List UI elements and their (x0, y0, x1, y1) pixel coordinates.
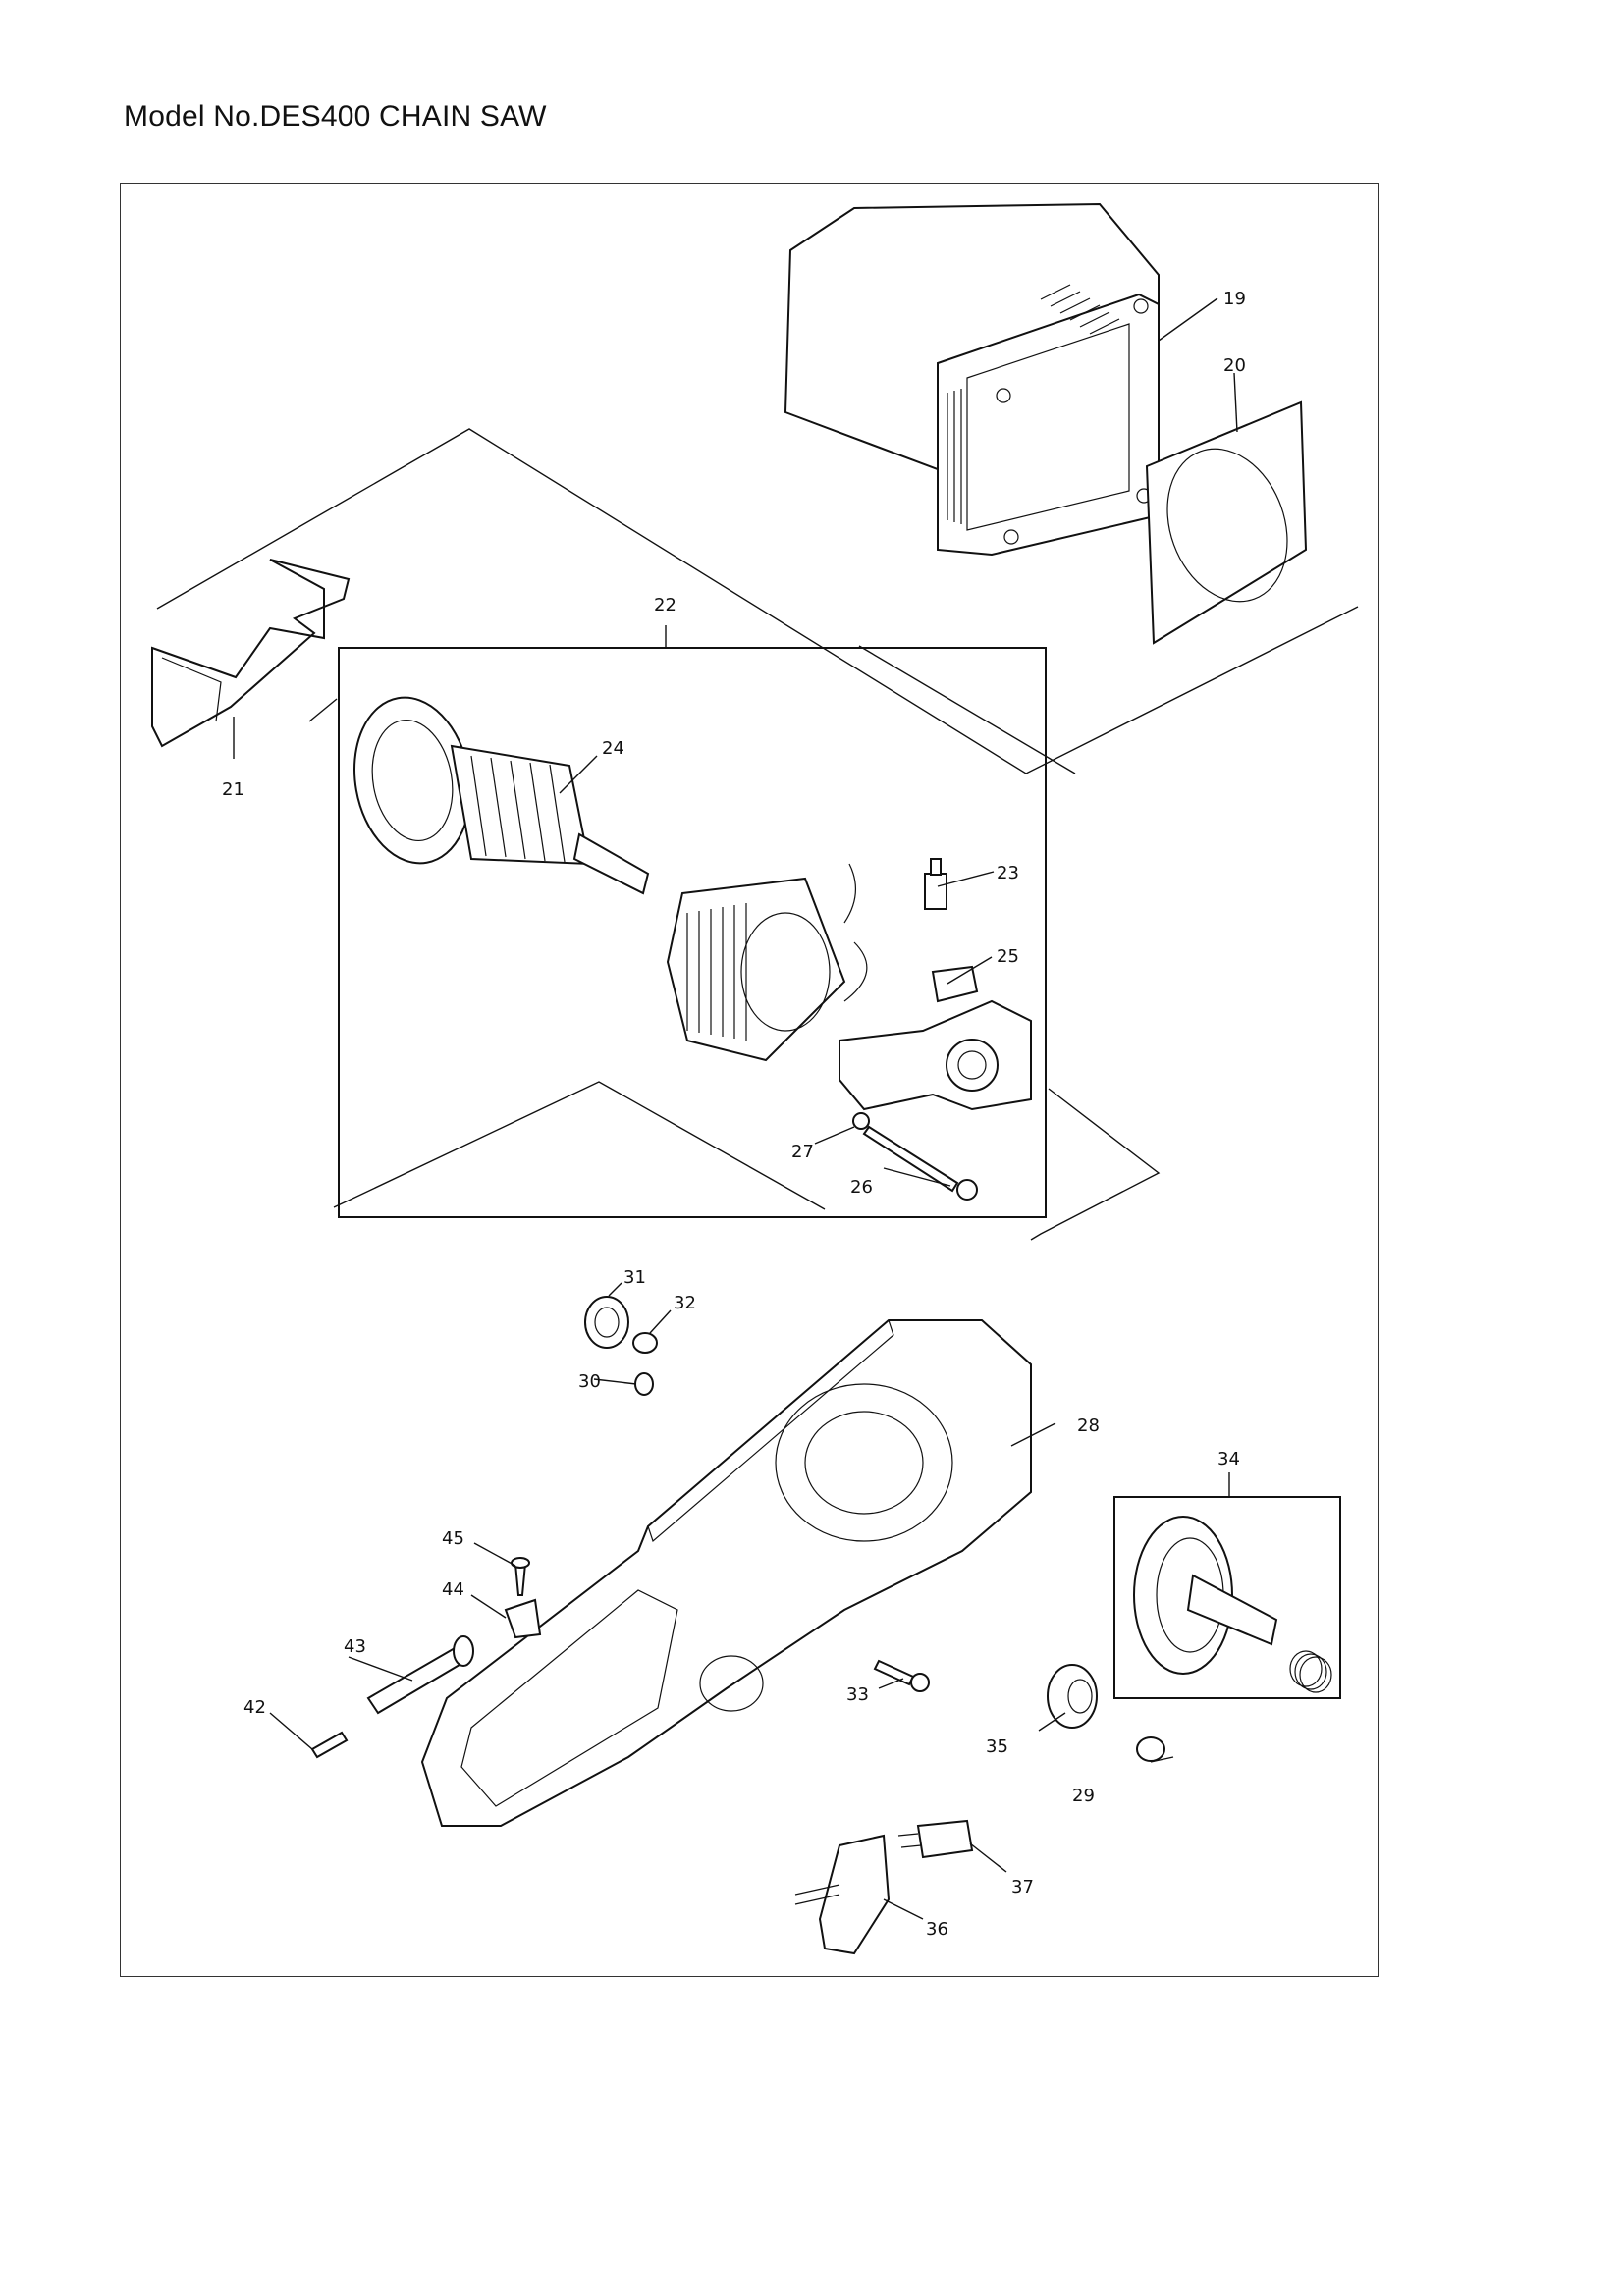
washer-27 (852, 1112, 870, 1130)
tapping-screw-45 (511, 1557, 530, 1596)
switch (794, 1834, 891, 1955)
part-number-20: 20 (1223, 355, 1246, 376)
part-number-45: 45 (442, 1528, 464, 1549)
motor-housing (784, 202, 1160, 557)
screw-26 (862, 1125, 978, 1201)
part-number-22: 22 (654, 595, 676, 615)
part-number-35: 35 (986, 1736, 1008, 1757)
part-number-19: 19 (1223, 289, 1246, 309)
part-number-32: 32 (674, 1293, 696, 1313)
part-number-29: 29 (1072, 1786, 1095, 1806)
spring-pin (310, 1731, 349, 1759)
part-number-27: 27 (791, 1142, 814, 1162)
armature (353, 696, 650, 895)
motor-assembly-box (338, 647, 1047, 1218)
part-number-31: 31 (623, 1267, 646, 1288)
brush-holder (931, 965, 979, 1003)
diagram-frame (120, 183, 1379, 1977)
ring-32 (632, 1332, 658, 1354)
part-number-25: 25 (997, 946, 1019, 967)
spur-gear (1047, 1664, 1098, 1729)
part-number-33: 33 (846, 1684, 869, 1705)
part-number-26: 26 (850, 1177, 873, 1198)
retaining-ring (1136, 1736, 1165, 1762)
part-number-44: 44 (442, 1579, 464, 1600)
page-title: Model No.DES400 CHAIN SAW (124, 100, 547, 133)
nut-30 (634, 1372, 654, 1396)
carbon-brush (924, 858, 947, 910)
leader-lines (233, 297, 1238, 1920)
part-number-28: 28 (1077, 1415, 1100, 1436)
bearing-box (839, 999, 1032, 1111)
bearing-31 (584, 1296, 629, 1349)
motor-bracket (151, 559, 351, 748)
part-number-37: 37 (1011, 1877, 1034, 1897)
part-number-21: 21 (222, 779, 244, 800)
housing-gasket (1145, 400, 1308, 645)
part-number-36: 36 (926, 1919, 948, 1940)
helical-gear (1133, 1516, 1278, 1675)
compression-spring (1289, 1650, 1332, 1693)
cord-clamp (504, 1598, 542, 1639)
screw-33 (873, 1659, 930, 1692)
gear-housing (420, 1318, 1032, 1827)
handle-shaft (366, 1635, 474, 1715)
part-number-43: 43 (344, 1636, 366, 1657)
part-number-30: 30 (578, 1371, 601, 1392)
capacitor (897, 1819, 974, 1859)
part-number-24: 24 (602, 738, 624, 759)
gear-assembly-box (1113, 1496, 1341, 1699)
field-stator (666, 863, 868, 1062)
part-number-34: 34 (1217, 1449, 1240, 1469)
part-number-23: 23 (997, 863, 1019, 883)
part-number-42: 42 (243, 1697, 266, 1718)
